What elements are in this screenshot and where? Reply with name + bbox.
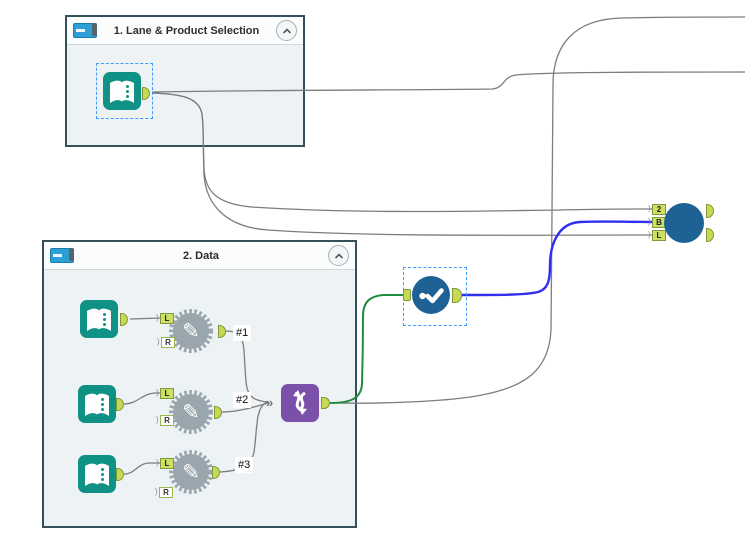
union-braid-icon bbox=[293, 390, 307, 415]
input-data-tool-lane[interactable] bbox=[103, 72, 141, 110]
select-tool[interactable] bbox=[411, 275, 451, 315]
output-anchor[interactable] bbox=[120, 313, 128, 326]
input-anchor-L[interactable]: L bbox=[156, 388, 174, 399]
container-icon bbox=[50, 248, 74, 263]
multi-input-anchor[interactable]: » bbox=[266, 395, 273, 410]
output-anchor[interactable] bbox=[218, 325, 226, 338]
output-anchor[interactable] bbox=[706, 204, 714, 218]
pencil-icon: ✎ bbox=[182, 461, 200, 484]
gear-icon bbox=[169, 390, 213, 434]
gear-macro-tool-2[interactable]: ✎ bbox=[168, 389, 214, 435]
macro-tool-circle[interactable] bbox=[664, 203, 704, 243]
input-anchor[interactable] bbox=[403, 289, 411, 301]
container-data-header[interactable]: 2. Data bbox=[44, 242, 355, 270]
input-anchor-L[interactable]: L bbox=[648, 230, 666, 241]
book-icon bbox=[87, 308, 99, 331]
selection-outline bbox=[96, 63, 153, 119]
container-title: 2. Data bbox=[182, 249, 220, 262]
input-data-tool-row2[interactable] bbox=[78, 385, 116, 423]
input-data-tool-row3[interactable] bbox=[78, 455, 116, 493]
chevron-up-icon bbox=[282, 27, 291, 33]
input-anchor-2[interactable]: 2 bbox=[648, 204, 666, 215]
output-anchor[interactable] bbox=[116, 398, 124, 411]
container-icon bbox=[73, 23, 97, 38]
chevron-up-icon bbox=[334, 252, 343, 258]
input-data-tool-row1[interactable] bbox=[80, 300, 118, 338]
book-icon bbox=[85, 463, 97, 486]
union-tool[interactable] bbox=[281, 384, 319, 422]
output-anchor[interactable] bbox=[212, 466, 220, 479]
input-anchor-R[interactable]: R bbox=[155, 487, 173, 498]
book-icon bbox=[110, 80, 122, 103]
gear-macro-tool-3[interactable]: ✎ bbox=[168, 449, 214, 495]
connection-label-1: #1 bbox=[233, 325, 252, 341]
output-anchor[interactable] bbox=[452, 288, 462, 303]
gear-icon bbox=[169, 309, 213, 353]
output-anchor[interactable] bbox=[321, 397, 330, 409]
output-anchor[interactable] bbox=[706, 228, 714, 242]
gear-macro-tool-1[interactable]: ✎ bbox=[168, 308, 214, 354]
container-lane-product-header[interactable]: 1. Lane & Product Selection bbox=[67, 17, 303, 45]
output-anchor[interactable] bbox=[116, 468, 124, 481]
input-anchor-L[interactable]: L bbox=[156, 458, 174, 469]
container-title: 1. Lane & Product Selection bbox=[113, 24, 260, 37]
collapse-button[interactable] bbox=[276, 20, 297, 41]
input-anchor-R[interactable]: R bbox=[157, 337, 175, 348]
connection-label-2: #2 bbox=[233, 392, 252, 408]
output-anchor[interactable] bbox=[214, 406, 222, 419]
checkmark-icon bbox=[419, 288, 444, 304]
book-icon bbox=[85, 393, 97, 416]
connection-label-3: #3 bbox=[235, 457, 254, 473]
pencil-icon: ✎ bbox=[182, 320, 200, 343]
output-anchor[interactable] bbox=[142, 87, 150, 100]
wire-select-to-macro-anchor-B[interactable] bbox=[461, 220, 653, 297]
collapse-button[interactable] bbox=[328, 245, 349, 266]
gear-icon bbox=[169, 450, 213, 494]
input-anchor-L[interactable]: L bbox=[156, 313, 174, 324]
pencil-icon: ✎ bbox=[182, 401, 200, 424]
input-anchor-R[interactable]: R bbox=[156, 415, 174, 426]
